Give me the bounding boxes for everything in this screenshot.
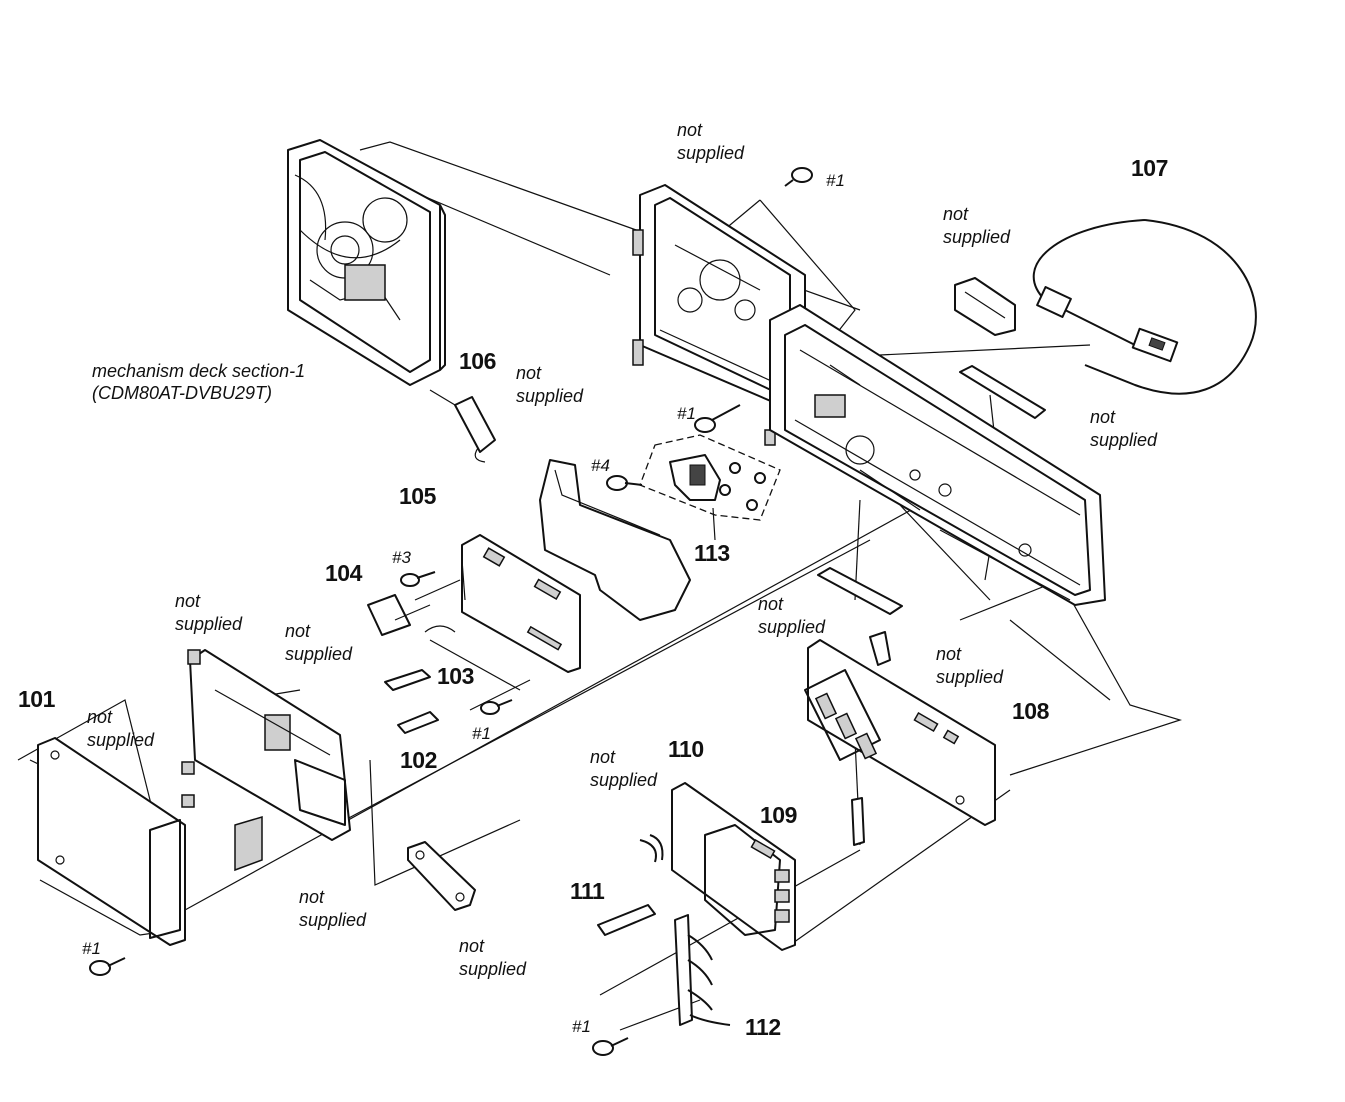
- screw-label-bottom-left: #1: [82, 939, 101, 958]
- item-107-cable: [1032, 219, 1257, 395]
- mechanism-deck-line2: (CDM80AT-DVBU29T): [92, 383, 273, 403]
- not-supplied-line2: supplied: [299, 910, 367, 930]
- item-109-connector: [851, 797, 865, 846]
- screw-label-lower-center: #1: [472, 724, 491, 743]
- item-108-board: [804, 639, 996, 826]
- not-supplied-label-small-plate: not supplied: [459, 935, 526, 981]
- shield-sheet: [539, 459, 691, 621]
- part-number-107: 107: [1131, 155, 1168, 181]
- not-supplied-line1: not: [299, 887, 325, 907]
- part-number-112: 112: [745, 1014, 781, 1040]
- item-104-flat-cable: [367, 594, 431, 636]
- not-supplied-line2: supplied: [677, 143, 745, 163]
- screw-label-mid: #1: [677, 404, 696, 423]
- main-chassis-frame: [769, 304, 1106, 606]
- not-supplied-label-left-bracket: not supplied: [175, 590, 242, 636]
- not-supplied-label-cable-108: not supplied: [936, 643, 1003, 689]
- not-supplied-label-wire: not supplied: [285, 620, 352, 666]
- item-112-bracket: [674, 914, 731, 1026]
- flat-strip-right: [959, 365, 1046, 419]
- screw-4: [606, 475, 643, 491]
- not-supplied-line2: supplied: [175, 614, 243, 634]
- not-supplied-line2: supplied: [943, 227, 1011, 247]
- part-number-109: 109: [760, 802, 797, 828]
- not-supplied-label-strip-center: not supplied: [758, 593, 825, 639]
- not-supplied-line1: not: [677, 120, 703, 140]
- item-110-board: [671, 782, 796, 951]
- not-supplied-line1: not: [285, 621, 311, 641]
- item-113-group: [639, 434, 781, 541]
- wire-clip: [639, 834, 664, 863]
- small-cable-108: [869, 631, 891, 666]
- not-supplied-line1: not: [758, 594, 784, 614]
- not-supplied-label-clip: not supplied: [590, 746, 657, 792]
- not-supplied-line1: not: [87, 707, 113, 727]
- not-supplied-line2: supplied: [936, 667, 1004, 687]
- mechanism-deck-label: mechanism deck section-1 (CDM80AT-DVBU29…: [92, 360, 305, 404]
- part-number-103: 103: [437, 663, 474, 689]
- not-supplied-line2: supplied: [459, 959, 527, 979]
- part-number-102: 102: [400, 747, 437, 773]
- small-plate: [407, 841, 476, 911]
- not-supplied-line1: not: [459, 936, 485, 956]
- screw-mid: [694, 404, 741, 433]
- screw-top: [784, 167, 813, 187]
- mechanism-deck: [287, 139, 446, 386]
- part-number-101: 101: [18, 686, 55, 712]
- not-supplied-line2: supplied: [590, 770, 658, 790]
- not-supplied-label-gray-pad: not supplied: [299, 886, 366, 932]
- not-supplied-label-shield: not supplied: [516, 362, 583, 408]
- not-supplied-line1: not: [590, 747, 616, 767]
- not-supplied-line2: supplied: [516, 386, 584, 406]
- screw-3: [400, 571, 436, 587]
- part-number-113: 113: [694, 540, 730, 566]
- small-bracket-top-right: [954, 277, 1016, 336]
- screw-label-top: #1: [826, 171, 845, 190]
- item-105-board: [461, 534, 581, 673]
- not-supplied-label-small-bracket: not supplied: [943, 203, 1010, 249]
- item-102-flat-cable: [397, 711, 439, 734]
- part-number-110: 110: [668, 736, 704, 762]
- screw-bottom-left: [89, 957, 126, 976]
- flat-strip-center-right: [817, 567, 903, 615]
- part-number-105: 105: [399, 483, 436, 509]
- part-number-111: 111: [570, 878, 605, 904]
- part-number-104: 104: [325, 560, 362, 586]
- not-supplied-line1: not: [943, 204, 969, 224]
- not-supplied-line1: not: [1090, 407, 1116, 427]
- screw-lower-center: [480, 699, 513, 715]
- mechanism-deck-line1: mechanism deck section-1: [92, 361, 306, 381]
- item-111-flat-cable: [597, 904, 656, 936]
- part-number-106: 106: [459, 348, 496, 374]
- not-supplied-line2: supplied: [87, 730, 155, 750]
- not-supplied-label-pads: not supplied: [87, 706, 154, 752]
- not-supplied-line2: supplied: [1090, 430, 1158, 450]
- left-bracket: [181, 649, 351, 841]
- not-supplied-line2: supplied: [285, 644, 353, 664]
- part-number-108: 108: [1012, 698, 1049, 724]
- item-106-flat-cable: [429, 389, 496, 463]
- not-supplied-line1: not: [175, 591, 201, 611]
- not-supplied-line1: not: [516, 363, 542, 383]
- not-supplied-line1: not: [936, 644, 962, 664]
- not-supplied-line2: supplied: [758, 617, 826, 637]
- not-supplied-label-strip-right: not supplied: [1090, 406, 1157, 452]
- item-103-flat-cable: [384, 625, 456, 691]
- screw-label-4: #4: [591, 456, 610, 475]
- screw-label-bottom-center: #1: [572, 1017, 591, 1036]
- screw-label-3: #3: [392, 548, 411, 567]
- item-101-board: [37, 737, 186, 946]
- gray-pad: [234, 815, 263, 872]
- not-supplied-label-top-bracket: not supplied: [677, 119, 744, 165]
- screw-bottom-center: [592, 1037, 629, 1056]
